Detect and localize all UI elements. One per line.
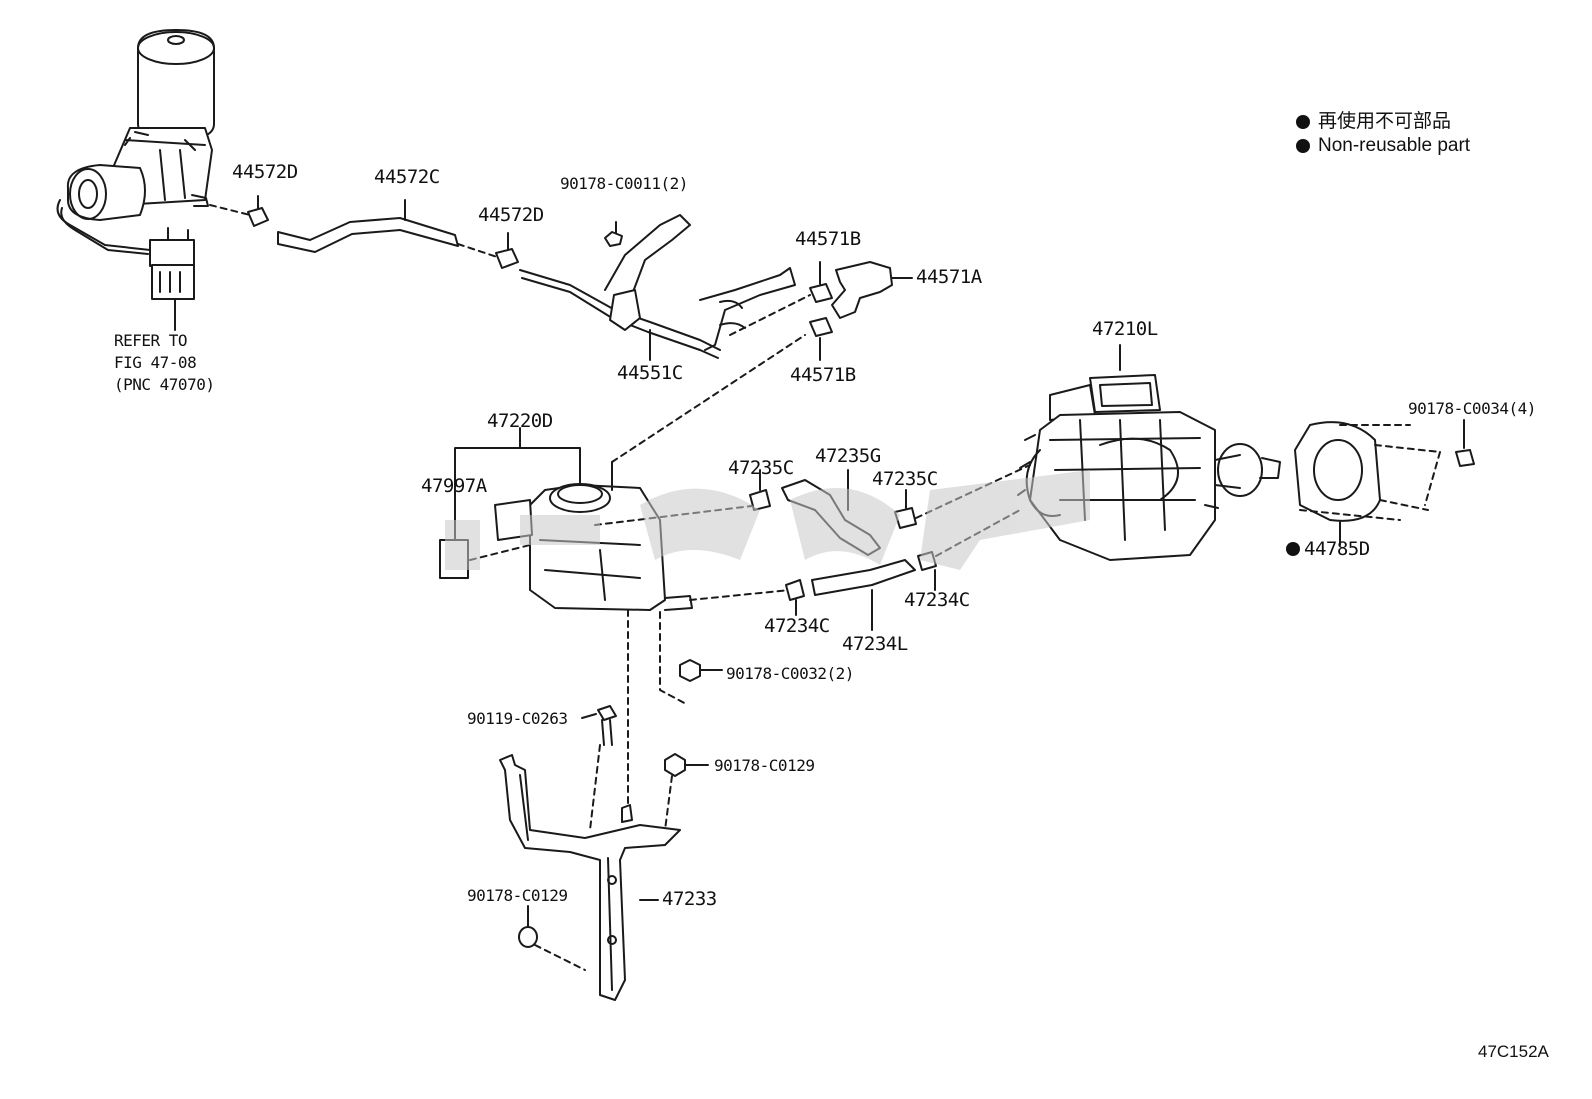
part-label-90178-C0034[interactable]: 90178-C0034(4) <box>1408 399 1536 418</box>
part-label-47235C-left[interactable]: 47235C <box>728 457 794 479</box>
part-label-47233[interactable]: 47233 <box>662 888 717 910</box>
part-label-90178-C0011[interactable]: 90178-C0011(2) <box>560 174 688 193</box>
non-reusable-marker-44785D <box>1286 542 1300 556</box>
bracket-drawing <box>499 754 681 1001</box>
part-label-44572D-mid[interactable]: 44572D <box>478 204 544 226</box>
watermark-logo <box>445 470 1090 570</box>
part-label-47235G[interactable]: 47235G <box>815 445 881 467</box>
part-label-47210L[interactable]: 47210L <box>1092 318 1158 340</box>
part-label-44572C[interactable]: 44572C <box>374 166 440 188</box>
part-label-44551C[interactable]: 44551C <box>617 362 683 384</box>
part-label-44571B-bot[interactable]: 44571B <box>790 364 856 386</box>
part-label-90119-C0263[interactable]: 90119-C0263 <box>467 709 568 728</box>
part-label-47234L[interactable]: 47234L <box>842 633 908 655</box>
refer-note-line1: REFER TO <box>114 331 188 350</box>
gasket-drawing <box>1294 419 1475 546</box>
brake-actuator-drawing <box>1017 344 1281 561</box>
part-label-44571A[interactable]: 44571A <box>916 266 982 288</box>
part-label-44571B-top[interactable]: 44571B <box>795 228 861 250</box>
pump-motor-drawing <box>56 29 215 331</box>
part-label-47234C-right[interactable]: 47234C <box>904 589 970 611</box>
part-label-44572D-top[interactable]: 44572D <box>232 161 298 183</box>
part-label-90178-C0032[interactable]: 90178-C0032(2) <box>726 664 854 683</box>
part-label-47234C-left[interactable]: 47234C <box>764 615 830 637</box>
legend-dot-2 <box>1296 139 1310 153</box>
hose-44572-drawing <box>209 195 519 269</box>
pipe-bracket-drawing <box>519 214 796 361</box>
legend-dot-1 <box>1296 115 1310 129</box>
legend-english-text: Non-reusable part <box>1318 135 1471 156</box>
figure-code: 47C152A <box>1478 1042 1549 1061</box>
part-label-47997A[interactable]: 47997A <box>421 475 487 497</box>
part-label-47220D[interactable]: 47220D <box>487 410 553 432</box>
refer-note-line3: (PNC 47070) <box>114 375 215 394</box>
part-label-47235C-right[interactable]: 47235C <box>872 468 938 490</box>
part-label-44785D[interactable]: 44785D <box>1304 538 1370 560</box>
part-label-90178-C0129-bot[interactable]: 90178-C0129 <box>467 886 568 905</box>
legend-japanese-text: 再使用不可部品 <box>1318 111 1452 132</box>
hose-44571-drawing <box>611 261 913 463</box>
refer-note-line2: FIG 47-08 <box>114 353 197 372</box>
part-label-90178-C0129-top[interactable]: 90178-C0129 <box>714 756 815 775</box>
fasteners-drawing <box>518 659 723 971</box>
